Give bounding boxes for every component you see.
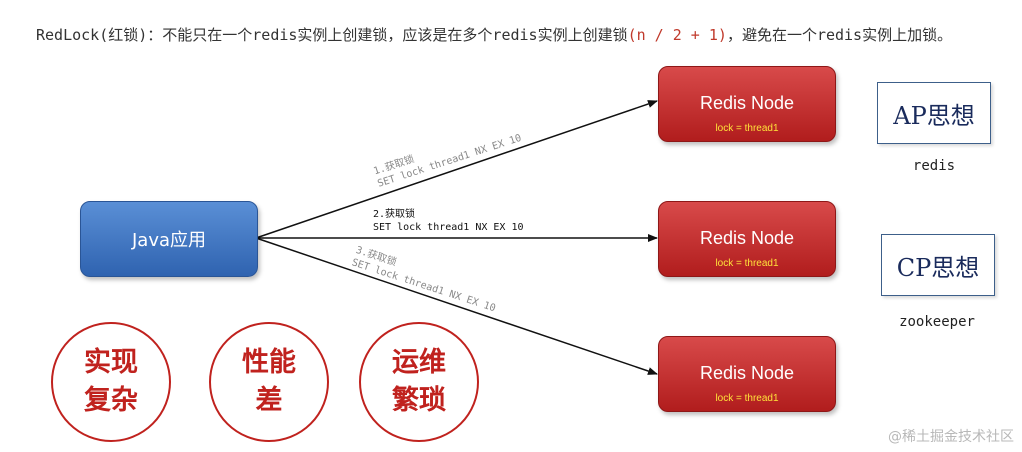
drawback-2-line2: 差 [255, 385, 283, 416]
intro-suffix: ，避免在一个redis实例上加锁。 [726, 26, 953, 44]
java-app-box: Java应用 [80, 201, 258, 277]
drawback-3-line1: 运维 [392, 347, 446, 378]
redis-node-2-name: Redis Node [699, 228, 795, 248]
drawback-3-line2: 繁琐 [392, 385, 446, 416]
drawback-2-line1: 性能 [242, 347, 296, 378]
drawback-complex: 实现复杂 [51, 322, 171, 442]
arrow-to-node-3 [255, 237, 658, 375]
intro-formula: (n / 2 + 1) [627, 26, 727, 44]
request-2-step: 2.获取锁 [373, 209, 416, 220]
java-app-label: Java应用 [131, 230, 207, 251]
drawback-performance: 性能差 [209, 322, 329, 442]
redis-node-3-lock: lock = thread1 [715, 393, 779, 404]
redis-node-1-name: Redis Node [699, 93, 795, 113]
redis-node-2: Redis Node lock = thread1 [658, 201, 836, 277]
redis-node-3-name: Redis Node [699, 363, 795, 383]
drawback-1-line1: 实现 [84, 347, 138, 378]
cp-model-title: CP思想 [896, 253, 980, 282]
redis-node-1-lock: lock = thread1 [715, 123, 779, 134]
cp-model-example: zookeeper [899, 314, 975, 330]
request-label-2: 2.获取锁 SET lock thread1 NX EX 10 [373, 208, 524, 234]
redis-node-1: Redis Node lock = thread1 [658, 66, 836, 142]
ap-model-box: AP思想 [877, 82, 991, 144]
watermark: @稀土掘金技术社区 [888, 429, 1014, 445]
cp-model-box: CP思想 [881, 234, 995, 296]
intro-prefix: RedLock(红锁)：不能只在一个redis实例上创建锁，应该是在多个redi… [36, 26, 628, 44]
redis-node-3: Redis Node lock = thread1 [658, 336, 836, 412]
drawback-operations: 运维繁琐 [359, 322, 479, 442]
redis-node-2-lock: lock = thread1 [715, 258, 779, 269]
arrow-to-node-1 [255, 100, 658, 239]
intro-text: RedLock(红锁)：不能只在一个redis实例上创建锁，应该是在多个redi… [36, 20, 996, 50]
request-2-command: SET lock thread1 NX EX 10 [373, 222, 524, 233]
ap-model-example: redis [912, 158, 956, 174]
drawback-1-line2: 复杂 [84, 385, 138, 416]
ap-model-title: AP思想 [893, 101, 975, 130]
